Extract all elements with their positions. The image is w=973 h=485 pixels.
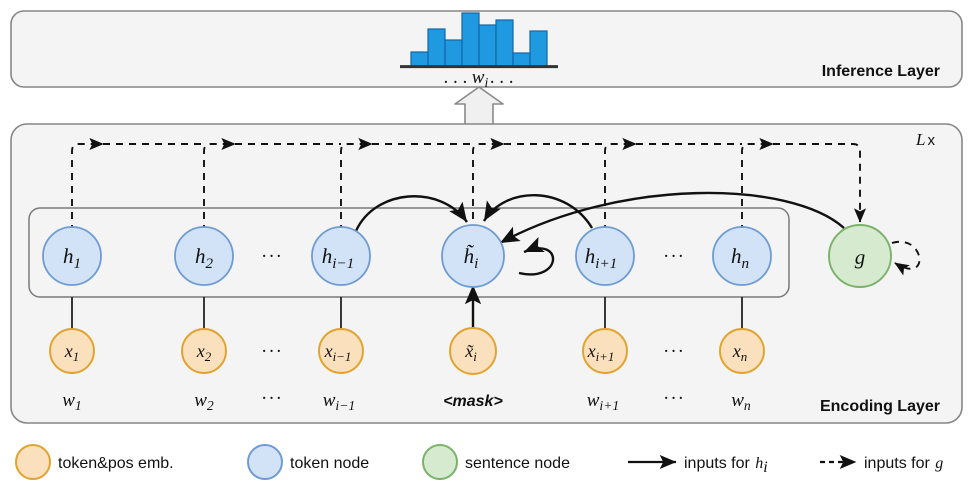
inputs-for-g-bus [71,137,867,232]
svg-text:hi−1: hi−1 [322,244,354,272]
hist-bar [461,12,480,67]
token-node-hi-masked[interactable]: h̃i [441,224,505,288]
word-label-w2: w2 [194,390,214,413]
word-label-wi-1: wi−1 [323,390,356,413]
svg-text:h̃i: h̃i [464,244,479,272]
token-row-ellipsis-right: ··· [663,246,685,267]
svg-text:xi−1: xi−1 [324,341,352,364]
hist-bar [410,51,429,67]
legend-token-pos-emb-label: token&pos emb. [58,455,174,472]
svg-text:xi+1: xi+1 [587,341,615,364]
token-row-ellipsis-left: ··· [261,246,283,267]
inference-histogram [400,12,558,69]
legend-inputs-for-h-label: inputs for hi [684,455,768,476]
embedding-row-ellipsis-left: ··· [261,341,283,362]
legend-inputs-for-g-label: inputs for g [864,455,943,472]
embedding-node-xi-1[interactable]: xi−1 [318,328,364,374]
hist-bar [478,24,497,67]
encoding-layer-label: Encoding Layer [820,398,940,415]
legend: token&pos emb. token node sentence node … [15,444,943,480]
hist-bar [512,52,531,67]
svg-text:x1: x1 [64,341,79,364]
hist-bar [444,39,463,67]
hist-bar [427,28,446,67]
token-node-h1[interactable]: h1 [42,226,102,286]
svg-text:hi+1: hi+1 [585,244,617,272]
embedding-to-token-stems [71,297,743,330]
hist-bar [495,19,514,67]
svg-text:x2: x2 [196,341,212,364]
hist-bar [529,30,548,67]
embedding-node-x2[interactable]: x2 [181,328,227,374]
token-node-hn[interactable]: hn [712,226,772,286]
svg-text:g: g [855,245,866,269]
svg-text:h2: h2 [195,244,214,272]
word-label-wn: wn [731,390,751,413]
embedding-node-xn[interactable]: xn [719,328,765,374]
legend-token-node-icon [247,444,283,480]
inputs-for-h-arcs [354,191,845,330]
svg-text:xn: xn [732,341,747,364]
g-self-loop-arrow [891,240,921,276]
sentence-node-g[interactable]: g [828,224,892,288]
inference-layer-label: Inference Layer [822,63,940,80]
embedding-row-ellipsis-right: ··· [663,341,685,362]
word-label-mask: <mask> [443,393,503,410]
svg-text:hn: hn [731,244,749,272]
legend-token-pos-emb-icon [15,444,51,480]
word-row-ellipsis-left: ··· [261,388,283,409]
word-label-wi+1: wi+1 [587,390,620,413]
embedding-node-xi+1[interactable]: xi+1 [582,328,628,374]
embedding-node-xi-masked[interactable]: x̃i [449,327,497,375]
token-node-hi-1[interactable]: hi−1 [311,226,371,286]
word-row-ellipsis-right: ··· [663,388,685,409]
block-arrow-up-icon [454,86,504,127]
legend-sentence-node-icon [422,444,458,480]
word-label-w1: w1 [62,390,82,413]
embedding-node-x1[interactable]: x1 [49,328,95,374]
svg-text:h1: h1 [63,244,81,272]
svg-text:x̃i: x̃i [464,341,477,364]
token-node-h2[interactable]: h2 [174,226,234,286]
legend-token-node-label: token node [290,455,369,472]
inference-output-label: . . .wi. . . [444,67,514,90]
legend-sentence-node-label: sentence node [465,455,570,472]
token-node-hi+1[interactable]: hi+1 [575,226,635,286]
